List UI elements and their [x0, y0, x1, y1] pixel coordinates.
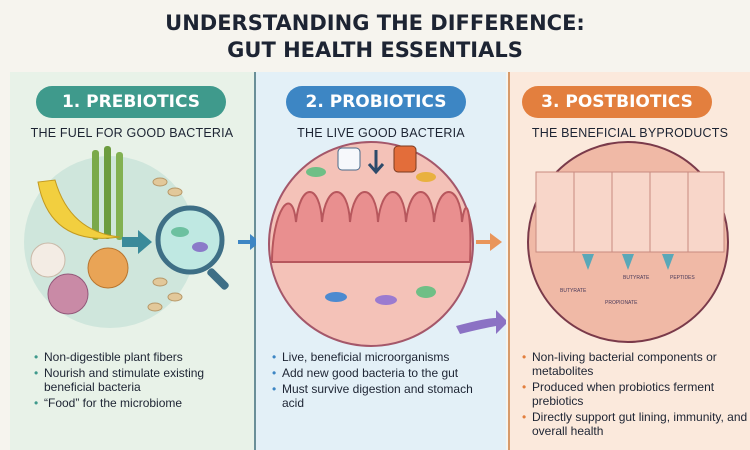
jar-icon	[393, 145, 417, 173]
probiotics-panel: 2. PROBIOTICS THE LIVE GOOD BACTERIA Liv…	[256, 72, 506, 450]
yogurt-cup-icon	[337, 147, 361, 171]
postbiotics-panel: 3. POSTBIOTICS THE BENEFICIAL BYPRODUCTS…	[508, 72, 750, 450]
bullet-item: Add new good bacteria to the gut	[272, 366, 497, 380]
oats-icon	[147, 177, 183, 312]
postbiotics-illustration: BUTYRATE PROPIONATE BUTYRATE PEPTIDES	[527, 141, 729, 343]
onion-icon	[87, 247, 129, 289]
title-line-1: UNDERSTANDING THE DIFFERENCE:	[165, 11, 585, 35]
page-title: UNDERSTANDING THE DIFFERENCE: GUT HEALTH…	[0, 10, 750, 64]
arrow-icon	[122, 230, 152, 254]
title-line-2: GUT HEALTH ESSENTIALS	[227, 38, 523, 62]
molecule-label-peptides: PEPTIDES	[670, 275, 695, 281]
prebiotics-panel: 1. PREBIOTICS THE FUEL FOR GOOD BACTERIA…	[10, 72, 256, 450]
probiotics-heading: 2. PROBIOTICS	[286, 86, 466, 118]
gut-lining-cells	[535, 171, 725, 253]
bullet-item: Directly support gut lining, immunity, a…	[522, 410, 750, 438]
prebiotics-subtitle: THE FUEL FOR GOOD BACTERIA	[30, 126, 234, 140]
arrow-icon	[476, 233, 502, 251]
postbiotics-heading: 3. POSTBIOTICS	[522, 86, 712, 118]
down-arrow-icon	[367, 150, 385, 175]
bullet-item: Non-living bacterial components or metab…	[522, 350, 750, 378]
prebiotics-heading: 1. PREBIOTICS	[36, 86, 226, 118]
prebiotics-illustration	[24, 146, 256, 328]
bullet-item: Must survive digestion and stomach acid	[272, 382, 497, 410]
bullet-item: Live, beneficial microorganisms	[272, 350, 497, 364]
bullet-item: Nourish and stimulate existing beneficia…	[34, 366, 249, 394]
down-arrow-icon	[582, 254, 674, 270]
molecule-label-propionate: PROPIONATE	[605, 300, 638, 306]
intestinal-villi	[270, 191, 472, 263]
bullet-item: “Food” for the microbiome	[34, 396, 249, 410]
red-onion-icon	[47, 273, 89, 315]
banana-icon	[37, 179, 121, 239]
bullet-item: Non-digestible plant fibers	[34, 350, 249, 364]
molecule-label-butyrate: BUTYRATE	[560, 288, 587, 294]
postbiotics-subtitle: THE BENEFICIAL BYPRODUCTS	[531, 126, 729, 140]
garlic-icon	[30, 242, 66, 278]
probiotics-illustration	[268, 141, 506, 347]
bacteria-icon	[306, 167, 436, 305]
molecule-label-butyrate-ribbon: BUTYRATE	[623, 275, 650, 281]
probiotics-subtitle: THE LIVE GOOD BACTERIA	[297, 126, 465, 140]
arrow-icon	[238, 234, 256, 250]
magnifier-icon	[155, 205, 229, 290]
curved-arrow-icon	[456, 310, 506, 334]
asparagus-icon	[92, 146, 123, 240]
bullet-item: Produced when probiotics ferment prebiot…	[522, 380, 750, 408]
